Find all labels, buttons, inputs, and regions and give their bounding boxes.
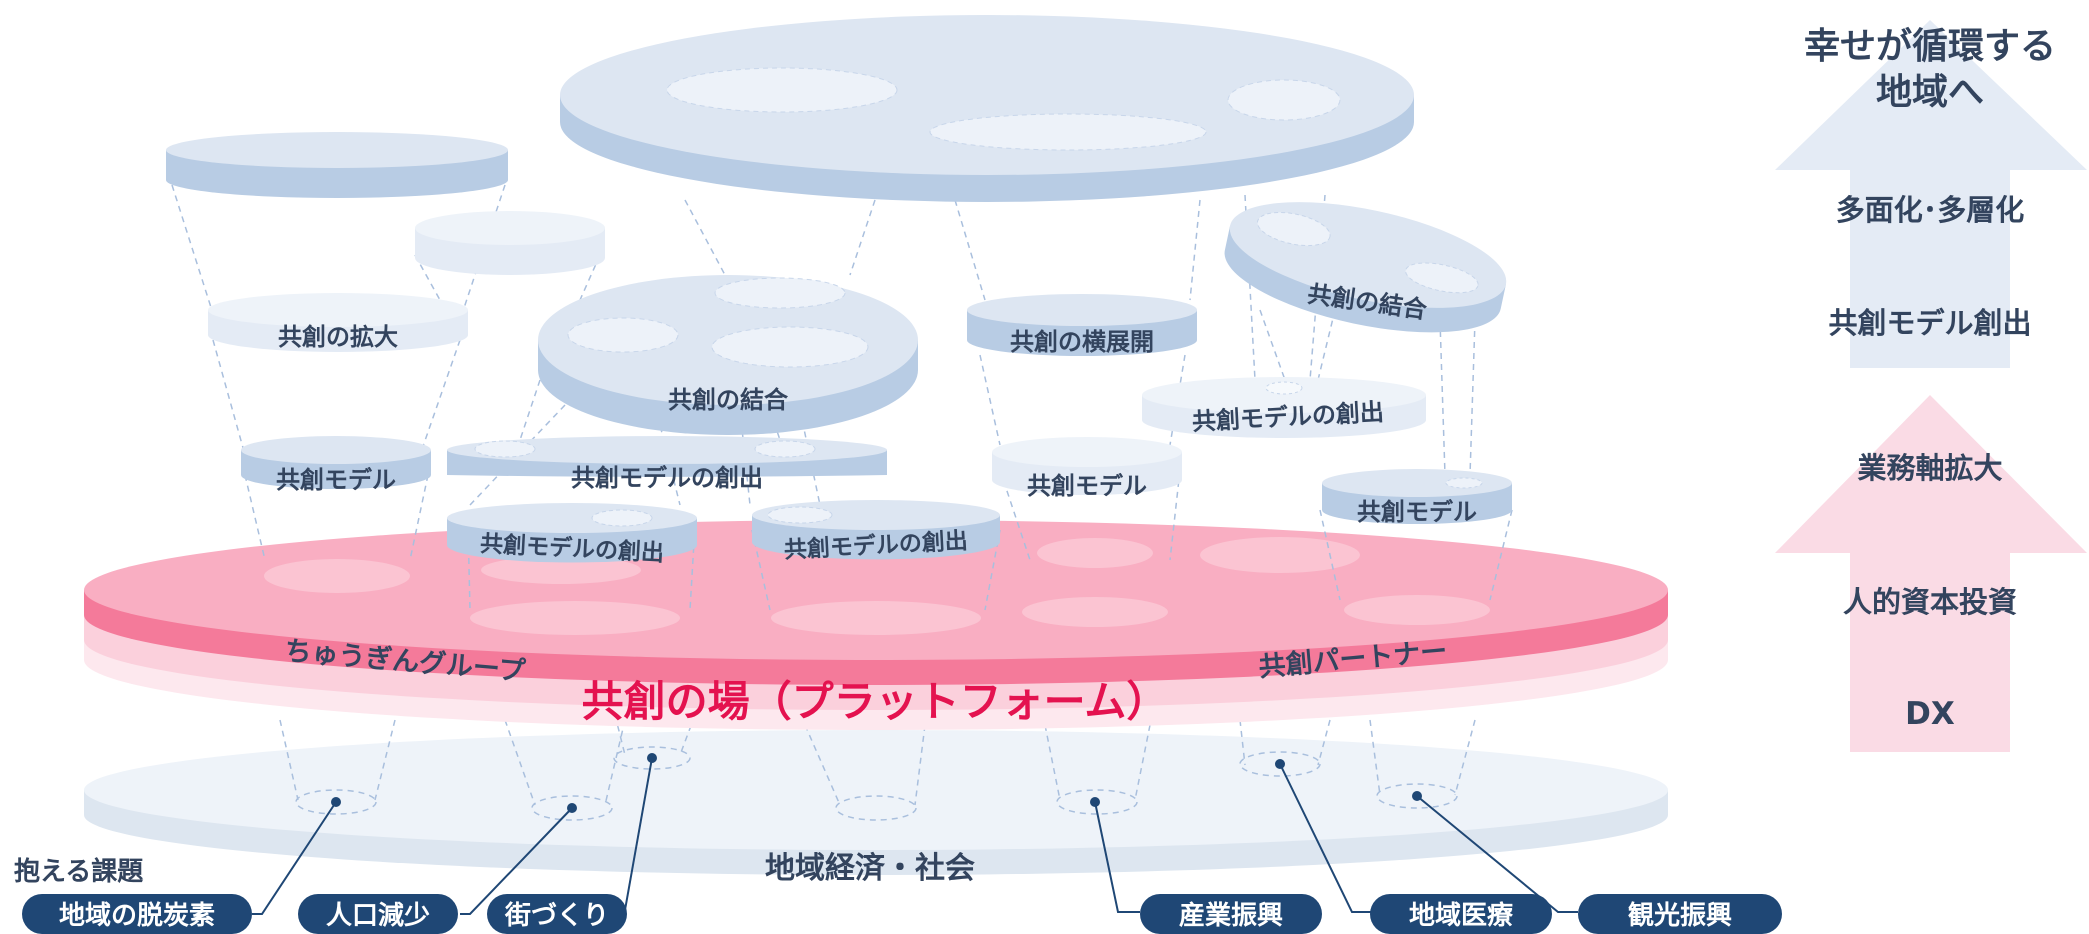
issue-decarbonization-label: 地域の脱炭素 bbox=[59, 901, 215, 931]
creation-small-disc-2: 共創モデルの創出 bbox=[752, 500, 1000, 564]
issue-pill-town: 街づくり bbox=[487, 894, 627, 934]
society-connectors bbox=[279, 714, 1476, 821]
horizontal-label: 共創の横展開 bbox=[1010, 328, 1154, 356]
issue-town-label: 街づくり bbox=[504, 901, 609, 931]
arrow-item-dx: DX bbox=[1905, 696, 1955, 732]
creation-small-disc-1: 共創モデルの創出 bbox=[447, 503, 697, 567]
arrow-item-model-creation: 共創モデル創出 bbox=[1828, 306, 2031, 340]
issue-tourism-label: 観光振興 bbox=[1628, 900, 1732, 931]
model-left-label: 共創モデル bbox=[276, 466, 396, 494]
top-large-disc bbox=[560, 15, 1414, 202]
expansion-disc: 共創の拡大 bbox=[208, 293, 468, 352]
issue-medical-label: 地域医療 bbox=[1409, 901, 1514, 931]
arrow-title-line2: 地域へ bbox=[1876, 72, 1984, 113]
model-center-right-label: 共創モデル bbox=[1027, 472, 1147, 500]
platform-inner-spots bbox=[264, 537, 1490, 635]
issue-pill-tourism: 観光振興 bbox=[1578, 894, 1782, 934]
combination-center-label: 共創の結合 bbox=[668, 386, 789, 414]
issue-pill-industry: 産業振興 bbox=[1140, 894, 1322, 934]
creation-right-disc: 共創モデルの創出 bbox=[1142, 377, 1426, 438]
arrow-item-business-axis: 業務軸拡大 bbox=[1857, 451, 2002, 485]
creation-wide-label: 共創モデルの創出 bbox=[571, 464, 763, 492]
issue-leader-dots bbox=[331, 753, 1422, 813]
horizontal-disc: 共創の横展開 bbox=[967, 294, 1197, 356]
society-label: 地域経済・社会 bbox=[765, 851, 975, 886]
platform-title: 共創の場（プラットフォーム） bbox=[582, 677, 1169, 726]
progress-arrows: 幸せが循環する 地域へ 多面化･多層化 共創モデル創出 業務軸拡大 人的資本投資… bbox=[1775, 20, 2087, 752]
issue-pill-medical: 地域医療 bbox=[1370, 894, 1552, 934]
issue-pill-population: 人口減少 bbox=[298, 894, 458, 934]
issue-population-label: 人口減少 bbox=[326, 901, 430, 931]
issue-pill-decarbonization: 地域の脱炭素 bbox=[22, 894, 252, 934]
model-left-disc: 共創モデル bbox=[241, 436, 431, 494]
society-disc: 地域経済・社会 bbox=[84, 730, 1668, 886]
issue-leader-lines bbox=[252, 757, 1578, 915]
arrow-title-line1: 幸せが循環する bbox=[1804, 26, 2056, 67]
small-light-disc bbox=[415, 211, 605, 275]
arrow-item-multilayer: 多面化･多層化 bbox=[1836, 193, 2025, 227]
model-right-label: 共創モデル bbox=[1357, 498, 1477, 526]
combination-right-disc bbox=[1224, 202, 1507, 333]
lower-arrow-shape bbox=[1775, 395, 2087, 752]
issues-heading: 抱える課題 bbox=[14, 856, 144, 887]
model-right-disc: 共創モデル bbox=[1322, 469, 1512, 526]
issue-industry-label: 産業振興 bbox=[1179, 900, 1283, 931]
arrow-item-human-capital: 人的資本投資 bbox=[1843, 585, 2017, 619]
creation-wide-disc: 共創モデルの創出 bbox=[447, 436, 887, 492]
model-center-right-disc: 共創モデル bbox=[992, 437, 1182, 500]
expansion-label: 共創の拡大 bbox=[278, 323, 398, 351]
upper-arrow-shape bbox=[1775, 20, 2087, 368]
combination-center-disc: 共創の結合 bbox=[538, 275, 918, 435]
top-left-disc bbox=[166, 132, 508, 198]
